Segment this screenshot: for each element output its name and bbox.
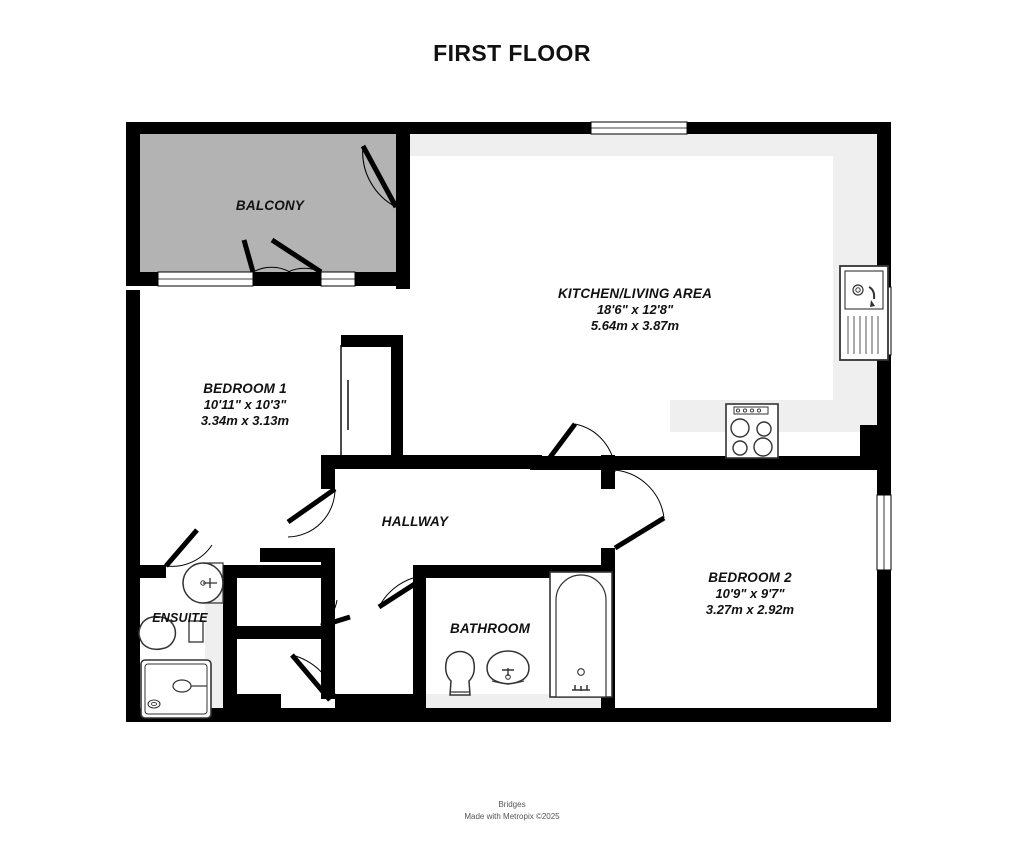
window-top-frame-left <box>585 122 591 134</box>
wall-kitchen-niche <box>860 425 891 470</box>
footer: Bridges Made with Metropix ©2025 <box>0 799 1024 822</box>
window-balcony-left <box>157 271 254 287</box>
door-balcony-kitchen-leaf <box>360 144 399 209</box>
toilet-icon <box>138 615 204 651</box>
wall-balcony-bottom-left <box>126 272 158 286</box>
wash-basin-icon <box>182 562 224 604</box>
wall-balcony-bottom-right <box>355 272 410 286</box>
wall-ensuite-bottom-stub <box>237 694 281 720</box>
wall-hall-top-right <box>403 455 542 469</box>
wall-closet-divider <box>237 626 335 639</box>
door-bedroom2-leaf <box>613 515 666 551</box>
wall-exterior-right-upper <box>877 122 891 287</box>
door-bedroom2-arc <box>614 469 665 519</box>
wall-hall-left-corner <box>321 548 335 566</box>
wash-basin-icon <box>486 650 530 685</box>
shower-tray-icon <box>140 659 212 719</box>
wall-exterior-right-lower <box>877 570 891 722</box>
balcony-floor-fill <box>137 131 396 279</box>
door-kitchen-arc <box>574 423 616 473</box>
wall-hall-right-stub <box>601 455 615 489</box>
doors <box>164 144 666 702</box>
wall-exterior-bottom <box>126 708 891 722</box>
wall-bathroom-left <box>413 565 426 712</box>
window-balcony-right <box>320 271 356 287</box>
kitchen-sink-icon <box>839 265 889 361</box>
kitchen-worktop-top-right <box>403 131 891 156</box>
door-balcony-kitchen-arc <box>362 145 397 208</box>
door-ensuite-arc <box>165 544 213 567</box>
door-bedroom1-leaf <box>286 486 337 525</box>
wall-exterior-top-far-right <box>687 122 891 134</box>
wall-bathroom-hall-stub <box>335 694 425 720</box>
walls <box>126 122 891 722</box>
wall-exterior-left-lower <box>126 290 140 720</box>
wall-exterior-left-upper <box>126 122 140 282</box>
door-ensuite-leaf <box>164 528 199 568</box>
wall-bed1-bottom-corner <box>321 455 335 489</box>
wall-kitchen-bottom-right <box>612 456 891 470</box>
bathtub-icon <box>549 571 613 698</box>
bathroom-floor-strip <box>424 694 614 712</box>
door-balcony-left-arc <box>252 266 291 273</box>
wall-closet-right-lower <box>321 639 335 699</box>
fixtures <box>138 265 889 719</box>
door-kitchen-leaf <box>540 422 577 470</box>
wall-bed1-closet-top <box>341 335 403 347</box>
wall-exterior-top-left <box>126 122 409 134</box>
door-bathroom-leaf <box>377 575 426 610</box>
wall-ensuite-top <box>126 565 166 578</box>
wall-balcony-bottom-mid <box>253 272 321 286</box>
wall-exterior-top-right <box>403 122 589 134</box>
window-top-kitchen <box>590 121 688 135</box>
window-right-bedroom2 <box>876 494 892 571</box>
wall-ensuite-right <box>223 565 237 720</box>
wall-balcony-right <box>396 122 410 214</box>
page-title: FIRST FLOOR <box>433 40 591 66</box>
wall-hall-left-lower <box>260 548 335 562</box>
wall-bed1-closet-right <box>391 335 403 461</box>
wall-bed1-bottom-left <box>321 455 405 469</box>
footer-credit: Made with Metropix ©2025 <box>464 811 560 821</box>
wall-balcony-right-lower <box>396 207 410 289</box>
door-balcony-left-leaf <box>241 239 256 273</box>
door-balcony-right-leaf <box>270 237 323 275</box>
door-hall-bottom-leaf <box>290 653 332 702</box>
cooker-hob-icon <box>725 403 779 459</box>
door-hall-bottom-arc <box>291 654 336 695</box>
footer-company: Bridges <box>498 800 526 809</box>
door-bedroom1-arc <box>287 488 336 538</box>
toilet-icon <box>444 650 476 696</box>
wall-closet-top <box>237 565 335 578</box>
door-closet-upper-leaf <box>320 614 351 629</box>
